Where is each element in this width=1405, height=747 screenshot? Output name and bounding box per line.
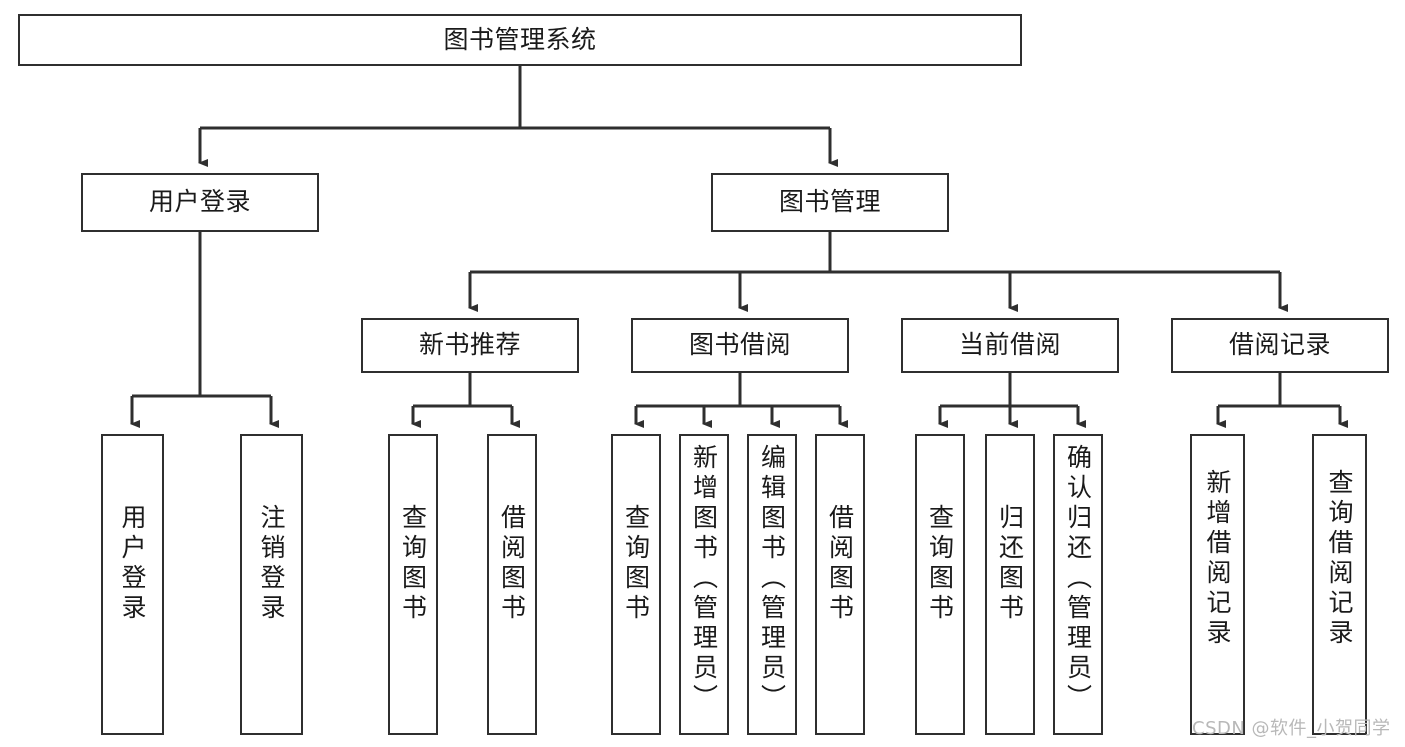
node-book-borrow-label: 图书借阅	[688, 330, 791, 360]
node-leaf-add-book-label: 新增图书（管理员）	[689, 444, 719, 714]
node-user-login-label: 用户登录	[148, 187, 251, 217]
node-leaf-query-record-label: 查询借阅记录	[1325, 469, 1354, 649]
node-leaf-confirm-return[interactable]: 确认归还（管理员）	[1053, 434, 1103, 735]
node-leaf-borrow-book-rec[interactable]: 借阅图书	[487, 434, 537, 735]
node-leaf-return-book[interactable]: 归还图书	[985, 434, 1035, 735]
node-leaf-user-login[interactable]: 用户登录	[101, 434, 164, 735]
node-leaf-user-login-label: 用户登录	[118, 504, 147, 624]
node-book-manage-label: 图书管理	[778, 187, 881, 217]
node-leaf-add-record[interactable]: 新增借阅记录	[1190, 434, 1245, 735]
node-leaf-query-book-cur[interactable]: 查询图书	[915, 434, 965, 735]
node-book-borrow[interactable]: 图书借阅	[631, 318, 849, 373]
node-leaf-return-book-label: 归还图书	[995, 504, 1025, 624]
node-new-book-rec[interactable]: 新书推荐	[361, 318, 579, 373]
node-user-login[interactable]: 用户登录	[81, 173, 319, 232]
csdn-watermark: CSDN @软件_小贺同学	[1192, 718, 1391, 739]
node-leaf-edit-book-label: 编辑图书（管理员）	[757, 444, 787, 714]
node-leaf-query-record[interactable]: 查询借阅记录	[1312, 434, 1367, 735]
node-leaf-add-record-label: 新增借阅记录	[1203, 469, 1232, 649]
node-leaf-query-book-rec-label: 查询图书	[398, 504, 428, 624]
node-borrow-record[interactable]: 借阅记录	[1171, 318, 1389, 373]
node-book-manage[interactable]: 图书管理	[711, 173, 949, 232]
node-leaf-add-book[interactable]: 新增图书（管理员）	[679, 434, 729, 735]
node-leaf-user-logout[interactable]: 注销登录	[240, 434, 303, 735]
node-current-borrow-label: 当前借阅	[958, 330, 1061, 360]
node-leaf-query-book-rec[interactable]: 查询图书	[388, 434, 438, 735]
node-root-label: 图书管理系统	[443, 24, 597, 54]
node-leaf-query-book-cur-label: 查询图书	[925, 504, 955, 624]
node-root[interactable]: 图书管理系统	[18, 14, 1022, 66]
node-leaf-confirm-return-label: 确认归还（管理员）	[1063, 444, 1093, 714]
node-current-borrow[interactable]: 当前借阅	[901, 318, 1119, 373]
node-leaf-query-book-borrow-label: 查询图书	[621, 504, 651, 624]
node-leaf-edit-book[interactable]: 编辑图书（管理员）	[747, 434, 797, 735]
node-leaf-borrow-book-label: 借阅图书	[825, 504, 855, 624]
node-leaf-user-logout-label: 注销登录	[257, 504, 286, 624]
node-borrow-record-label: 借阅记录	[1228, 330, 1331, 360]
node-new-book-rec-label: 新书推荐	[418, 330, 521, 360]
node-leaf-query-book-borrow[interactable]: 查询图书	[611, 434, 661, 735]
node-leaf-borrow-book-rec-label: 借阅图书	[497, 504, 527, 624]
node-leaf-borrow-book[interactable]: 借阅图书	[815, 434, 865, 735]
